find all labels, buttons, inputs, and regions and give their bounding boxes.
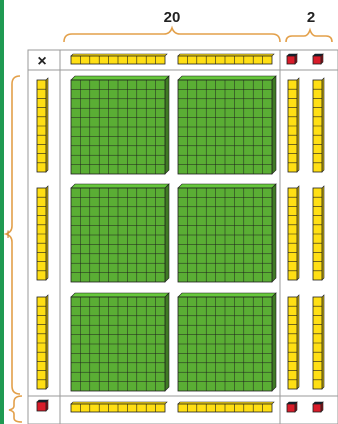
hundred-flat-icon [71, 76, 169, 174]
ten-rod-icon [288, 78, 299, 172]
unit-cube-icon [287, 54, 297, 64]
ten-rod-icon [288, 186, 299, 280]
ten-rod-icon [37, 78, 48, 172]
ten-rod-icon [37, 186, 48, 280]
ten-rod-icon [313, 295, 324, 389]
ten-rod-icon [313, 186, 324, 280]
unit-cube-icon [287, 402, 297, 412]
left-accent-strip [0, 0, 4, 424]
hundred-flat-icon [178, 184, 276, 282]
hundred-flat-icon [71, 184, 169, 282]
ten-rod-icon [37, 295, 48, 389]
top-label-twenty: 20 [164, 9, 181, 26]
hundred-flat-icon [178, 76, 276, 174]
top-label-two: 2 [307, 9, 315, 26]
ten-rod-icon [71, 54, 167, 64]
unit-cube-icon [313, 54, 323, 64]
multiply-symbol: × [37, 53, 46, 70]
ten-rod-icon [288, 295, 299, 389]
ten-rod-icon [178, 54, 274, 64]
unit-cube-icon [313, 402, 323, 412]
ten-rod-icon [71, 402, 167, 412]
left-label: I [6, 229, 9, 241]
ten-rod-icon [178, 402, 274, 412]
hundred-flat-icon [178, 293, 276, 391]
hundred-flat-icon [71, 293, 169, 391]
unit-cube-icon [37, 400, 48, 411]
ten-rod-icon [313, 78, 324, 172]
